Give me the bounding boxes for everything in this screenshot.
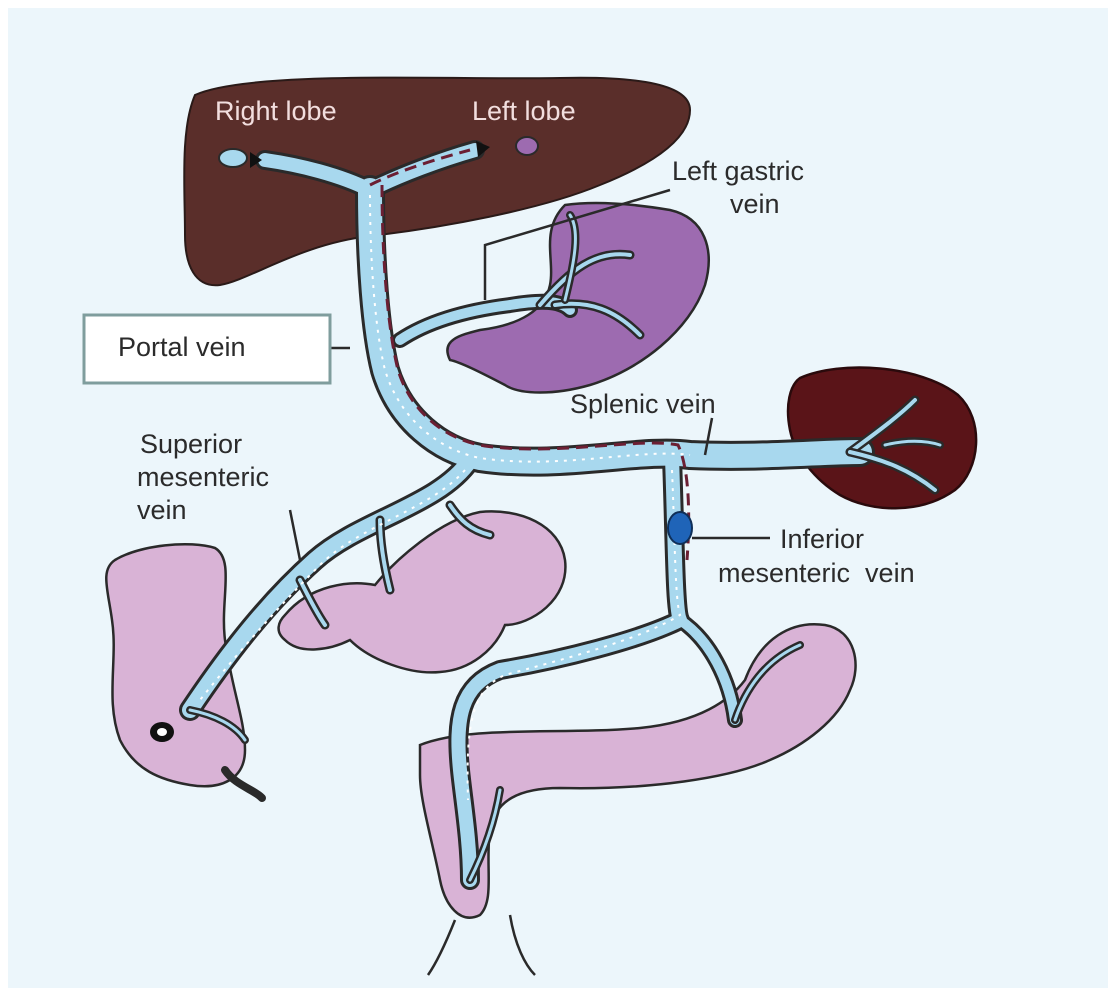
label-superior-3: vein bbox=[137, 495, 187, 525]
label-left-lobe: Left lobe bbox=[472, 96, 576, 126]
label-left-gastric-2: vein bbox=[730, 189, 780, 219]
right-lobe-vessel bbox=[219, 149, 247, 167]
label-splenic-vein: Splenic vein bbox=[570, 389, 716, 419]
left-lobe-vessel bbox=[516, 137, 538, 155]
label-superior-2: mesenteric bbox=[137, 462, 269, 492]
label-portal-vein: Portal vein bbox=[118, 332, 246, 362]
label-inferior-2: mesenteric vein bbox=[718, 558, 915, 588]
label-superior-1: Superior bbox=[140, 429, 242, 459]
ileocecal-opening-inner bbox=[157, 728, 167, 736]
label-left-gastric-1: Left gastric bbox=[672, 156, 804, 186]
label-inferior-1: Inferior bbox=[780, 524, 864, 554]
inferior-mesenteric-marker bbox=[668, 512, 692, 544]
label-right-lobe: Right lobe bbox=[215, 96, 337, 126]
